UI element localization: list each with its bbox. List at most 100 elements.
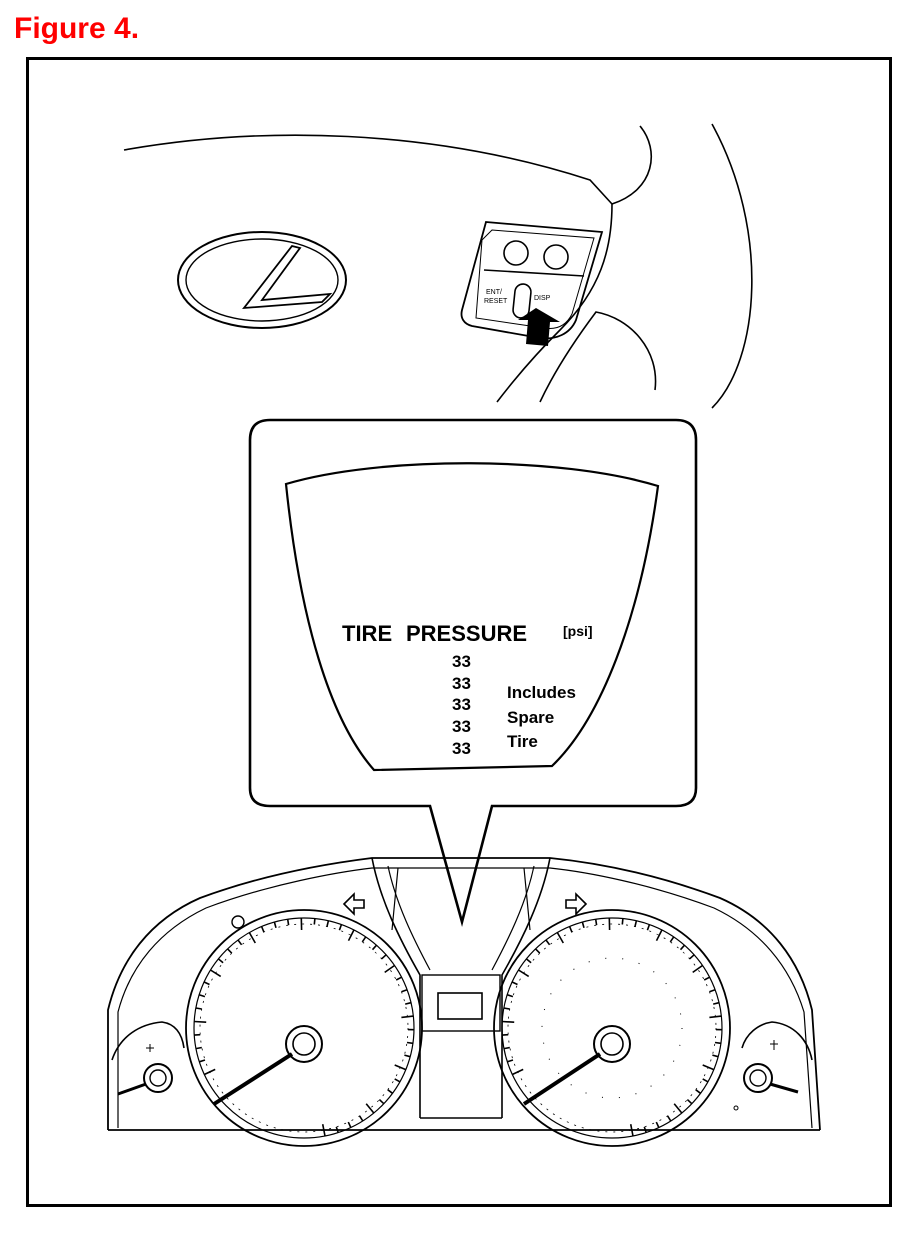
gauge-tick — [401, 988, 408, 993]
gauge-tick — [666, 1115, 672, 1122]
dash-edge-line — [123, 134, 613, 205]
gauge-tick — [394, 1078, 401, 1083]
heading-tire: TIRE — [342, 621, 392, 646]
reading-2: 33 — [452, 674, 471, 693]
gauge-tick — [365, 1103, 375, 1114]
gauge-tick — [358, 1115, 364, 1122]
gauge-tick-marks — [194, 917, 723, 1137]
wheel-spoke-inner — [539, 311, 657, 403]
gauge-tick — [260, 926, 265, 933]
gauge-tick — [713, 1001, 720, 1005]
gauge-tick — [326, 920, 330, 927]
gauge-tick — [503, 1046, 510, 1050]
gauge-tick — [405, 1001, 412, 1005]
disp-reset-switch[interactable] — [512, 283, 532, 319]
center-display-frame — [421, 974, 501, 1032]
gauge-tick — [395, 976, 402, 981]
gauge-tick — [709, 1015, 722, 1019]
gauge-tick — [655, 1121, 660, 1128]
gauge-tick — [646, 924, 651, 931]
switch-button-left[interactable] — [503, 240, 529, 266]
gauge-tick — [217, 958, 224, 964]
dashboard-top — [123, 123, 753, 409]
gauge-tick — [503, 1007, 510, 1010]
gauge-tick — [199, 1059, 206, 1063]
tachometer-gauge — [185, 909, 423, 1147]
gauge-tick — [394, 1064, 407, 1071]
gauge-tick — [401, 1015, 414, 1019]
speedometer-gauge — [493, 909, 731, 1147]
wheel-arc-outer — [711, 123, 753, 409]
reading-1: 33 — [452, 652, 471, 671]
pressure-unit: [psi] — [563, 623, 593, 639]
gauge-tick — [273, 921, 277, 929]
gauge-tick — [643, 1126, 647, 1133]
gauge-tick — [634, 920, 638, 927]
gauge-tick — [689, 954, 695, 960]
figure-frame — [26, 57, 892, 1207]
gauge-tick — [378, 1099, 385, 1105]
cluster-housing — [107, 857, 821, 1131]
gauge-tick — [203, 981, 210, 986]
gauge-tick — [511, 1068, 524, 1076]
gauge-tick — [655, 929, 663, 942]
gauge-tick — [198, 993, 206, 998]
gauge-tick — [321, 1124, 326, 1137]
gauge-tick — [194, 1020, 207, 1023]
gauge-tick — [347, 929, 355, 942]
gauge-tick — [313, 918, 316, 925]
gauge-tick — [714, 1041, 722, 1045]
gauge-tick — [507, 1059, 514, 1063]
gauge-tick — [702, 1064, 715, 1071]
figure-title: Figure 4. — [14, 12, 140, 45]
gauge-tick — [406, 1041, 414, 1045]
gauge-tick — [669, 936, 675, 943]
wheel-arc-inner — [611, 125, 653, 205]
gauge-tick — [712, 1054, 719, 1058]
gauge-tick — [702, 1078, 709, 1083]
gauge-tick — [556, 932, 564, 944]
gauge-tick — [594, 919, 598, 926]
reset-label: RESET — [484, 298, 508, 305]
gauge-tick — [525, 958, 532, 964]
gauge-tick — [545, 939, 551, 946]
gauge-tick — [621, 918, 624, 925]
display-screen — [284, 462, 660, 772]
gauge-tick — [506, 993, 514, 998]
gauge-tick — [195, 1046, 202, 1050]
reading-4: 33 — [452, 717, 471, 736]
right-turn-signal-icon — [565, 892, 588, 916]
gauge-tick — [709, 988, 716, 993]
temperature-gauge — [111, 1021, 185, 1096]
gauge-tick — [581, 921, 585, 929]
gauge-tick — [679, 944, 686, 951]
gauge-tick — [381, 954, 387, 960]
gauge-tick — [335, 1126, 339, 1133]
gauge-tick — [703, 976, 710, 981]
switch-button-right[interactable] — [543, 244, 569, 270]
reading-5: 33 — [452, 739, 471, 758]
gauge-tick — [692, 964, 703, 974]
wheel-spoke — [496, 203, 613, 403]
pointer-arrow — [518, 308, 560, 346]
gauge-tick — [518, 969, 530, 978]
note-includes: Includes — [507, 683, 576, 702]
disp-label: DISP — [534, 295, 551, 302]
gauge-tick — [286, 919, 290, 926]
gauge-tick — [673, 1103, 683, 1114]
gauge-tick — [695, 1089, 701, 1094]
gauge-tick — [686, 1099, 693, 1105]
gauge-tick — [371, 944, 378, 951]
gauge-tick — [210, 969, 222, 978]
gauge-tick — [361, 936, 367, 943]
reading-3: 33 — [452, 695, 471, 714]
gauge-tick — [227, 948, 233, 954]
left-turn-signal-icon — [342, 892, 365, 916]
gauge-tick — [338, 924, 343, 931]
gauge-tick — [384, 964, 395, 974]
gauge-tick — [502, 1020, 515, 1023]
note-tire: Tire — [507, 732, 538, 751]
gauge-tick — [535, 948, 541, 954]
gauge-tick — [404, 1054, 411, 1058]
